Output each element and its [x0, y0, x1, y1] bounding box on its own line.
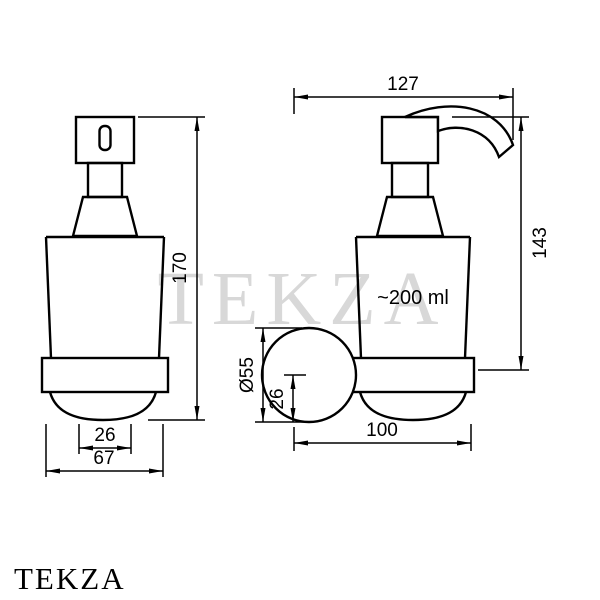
holder-ring-front — [40, 356, 170, 394]
pump-neck-side — [390, 161, 430, 199]
dim-label-body-depth: 100 — [366, 420, 398, 441]
dim-label-overall-height: 170 — [170, 252, 191, 284]
dimension-26-side: 26 — [267, 374, 306, 422]
body-right-front — [157, 236, 166, 359]
dimension-127: 127 — [293, 74, 514, 140]
brand-logo: TEKZA — [14, 561, 126, 596]
holder-ring-side — [350, 356, 476, 394]
pump-neck-front — [86, 161, 124, 199]
dim-label-base-width: 67 — [93, 448, 114, 469]
dimension-100: 100 — [293, 420, 472, 451]
glass-bottom-front — [48, 391, 158, 422]
body-right-side — [463, 236, 472, 359]
pump-head-front — [74, 115, 136, 165]
dim-label-height-to-plate: 143 — [530, 227, 551, 259]
watermark-text: TEKZA — [157, 257, 446, 341]
dimension-170: 170 — [138, 116, 205, 421]
pump-flange-front — [71, 195, 139, 238]
front-view — [40, 115, 170, 422]
dimension-diameter-55: Ø55 — [237, 327, 312, 423]
body-left-front — [44, 236, 53, 359]
body-left-side — [354, 236, 363, 359]
dim-label-base-flat-width: 26 — [94, 425, 115, 446]
dimension-67: 67 — [45, 424, 164, 477]
pump-spout — [404, 105, 515, 160]
dimension-143: 143 — [452, 116, 551, 371]
volume-label: ~200 ml — [377, 287, 449, 309]
dimension-26-front: 26 — [78, 424, 132, 454]
pump-head-side — [380, 115, 440, 165]
pump-flange-side — [375, 195, 445, 238]
pump-slot — [98, 124, 112, 152]
dim-label-plate-diameter: Ø55 — [237, 357, 258, 393]
dim-label-plate-to-base: 26 — [267, 388, 288, 409]
glass-bottom-side — [358, 391, 468, 422]
side-view: ~200 ml — [260, 105, 515, 424]
dim-label-overall-depth: 127 — [387, 74, 419, 95]
